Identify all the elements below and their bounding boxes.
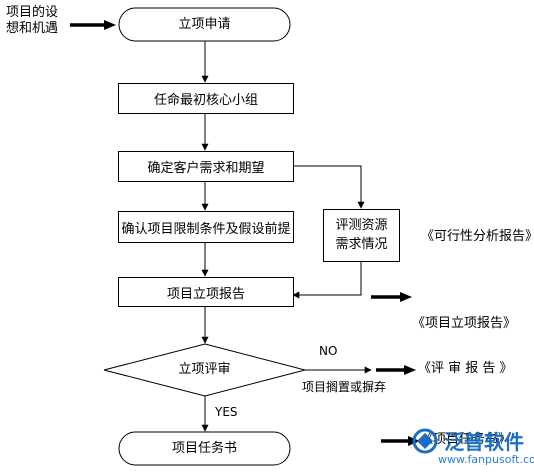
- confirm-limits-label: 确认项目限制条件及假设前提: [121, 221, 291, 237]
- start-arrow-head: [104, 20, 116, 30]
- evaluate-resources-line-2: 需求情况: [335, 236, 388, 252]
- review-label: 立项评审: [178, 362, 231, 377]
- start-note-line-2: 想和机遇: [6, 21, 59, 37]
- review-doc: 《评 审 报 告 》: [418, 361, 513, 376]
- watermark-brand: 泛普软件: [444, 430, 524, 454]
- project-report-label: 项目立项报告: [166, 286, 245, 302]
- appoint-group-label: 任命最初核心小组: [153, 93, 258, 108]
- shelved-label: 项目搁置或摒弃: [302, 380, 387, 394]
- connector-resources-report: [292, 261, 362, 299]
- appoint-group-box: 任命最初核心小组: [118, 83, 294, 114]
- feasibility-doc: 《可行性分析报告》: [421, 229, 534, 244]
- task-doc: 《项目任务书》: [420, 432, 512, 447]
- brand-mark-icon: [412, 428, 438, 454]
- confirm-limits-box: 确认项目限制条件及假设前提: [118, 211, 294, 243]
- task-book-label: 项目任务书: [171, 441, 237, 456]
- start-note: 项目的设 想和机遇: [6, 5, 58, 38]
- watermark-logo: 泛普软件 www.fanpusoft.com: [408, 427, 534, 469]
- report-doc: 《项目立项报告》: [412, 316, 517, 331]
- determine-expect-box: 确定客户需求和期望: [118, 151, 294, 182]
- review-output-arrow-head: [404, 365, 416, 375]
- report-output-arrow-head: [400, 292, 412, 302]
- project-apply-label: 立项申请: [178, 17, 231, 32]
- no-label: NO: [319, 344, 338, 358]
- project-report-box: 项目立项报告: [118, 277, 294, 307]
- evaluate-resources-box: 评测资源 需求情况: [323, 209, 400, 262]
- evaluate-resources-line-1: 评测资源: [335, 217, 388, 233]
- watermark-url: www.fanpusoft.com: [438, 453, 534, 466]
- start-note-line-1: 项目的设: [6, 5, 59, 20]
- yes-label: YES: [215, 405, 238, 419]
- end-terminal: [118, 431, 291, 466]
- connector-expect-resources: [293, 165, 365, 209]
- determine-expect-label: 确定客户需求和期望: [147, 161, 265, 176]
